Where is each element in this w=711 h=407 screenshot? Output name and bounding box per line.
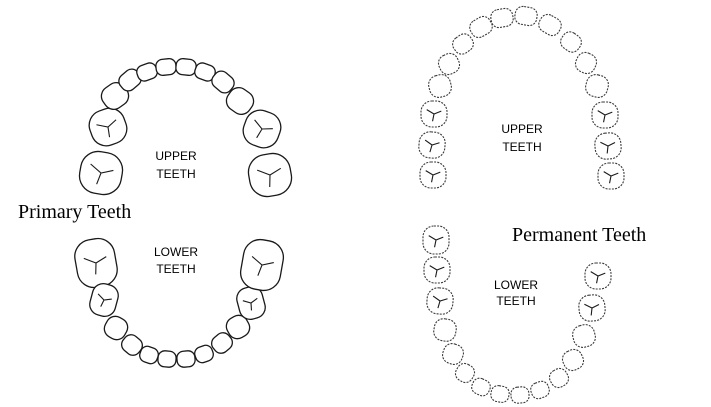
permanent-upper-tooth [420,162,446,188]
permanent-upper-tooth [427,73,454,100]
permanent-lower-arch [423,226,611,404]
permanent-lower-tooth [426,287,454,315]
primary-lower-label-line2: TEETH [156,262,195,276]
permanent-lower-label-line2: TEETH [496,294,535,308]
permanent-upper-tooth [594,132,622,160]
primary-lower-label-line1: LOWER [154,245,198,259]
permanent-upper-tooth [436,51,463,78]
primary-dentition: UPPER TEETH LOWER TEETH Primary Teeth [18,58,294,368]
permanent-upper-tooth [558,29,585,55]
permanent-upper-tooth [584,73,611,100]
permanent-upper-tooth [514,5,539,27]
permanent-lower-tooth [571,323,598,350]
primary-teeth-caption: Primary Teeth [18,201,131,223]
permanent-upper-tooth [490,7,515,29]
permanent-dentition: UPPER TEETH LOWER TEETH Permanent Teeth [418,5,646,404]
primary-upper-tooth [85,104,131,150]
permanent-upper-tooth [536,12,564,39]
permanent-upper-arch [418,5,624,189]
permanent-upper-tooth [418,131,446,159]
permanent-lower-label-line1: LOWER [494,278,538,292]
permanent-upper-label-line1: UPPER [501,122,543,136]
primary-upper-tooth [77,149,126,198]
permanent-upper-tooth [421,101,447,127]
primary-upper-tooth [155,58,177,76]
primary-lower-tooth [176,350,195,368]
primary-lower-tooth [157,350,176,368]
permanent-lower-tooth [529,379,551,400]
permanent-upper-tooth [598,163,624,189]
primary-upper-label-line1: UPPER [155,149,197,163]
permanent-lower-tooth [440,341,466,367]
primary-lower-tooth [72,236,120,290]
permanent-lower-tooth [424,257,450,283]
primary-upper-label-line2: TEETH [156,167,195,181]
permanent-lower-tooth [423,226,449,254]
permanent-upper-tooth [450,31,477,57]
primary-upper-tooth [246,151,295,200]
permanent-lower-tooth [490,385,511,404]
permanent-upper-tooth [592,102,618,128]
permanent-lower-tooth [432,317,457,342]
permanent-lower-tooth [510,386,529,404]
permanent-lower-tooth [469,376,492,398]
primary-upper-tooth [175,58,197,76]
permanent-lower-tooth [585,263,611,289]
permanent-lower-tooth [547,366,572,391]
permanent-teeth-caption: Permanent Teeth [512,224,646,246]
permanent-lower-tooth [578,294,606,322]
permanent-upper-tooth [573,50,600,77]
primary-lower-tooth [238,237,286,293]
permanent-upper-label-line2: TEETH [502,140,541,154]
